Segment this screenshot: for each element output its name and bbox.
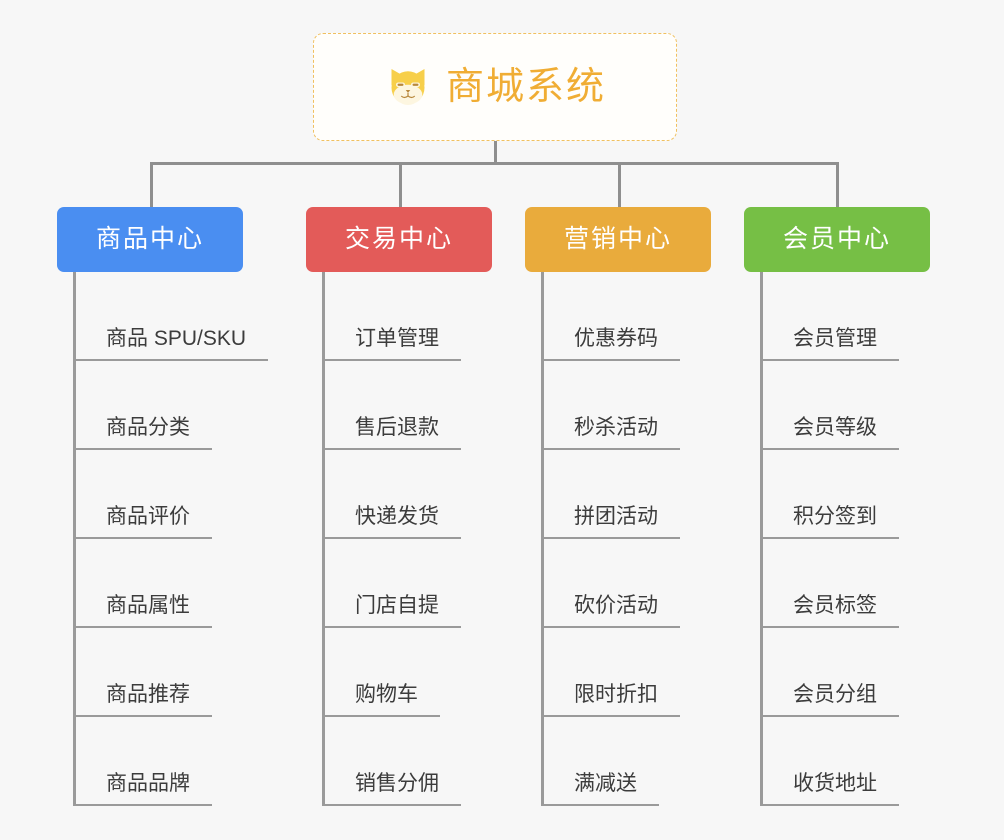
list-item[interactable]: 商品属性 <box>76 539 243 628</box>
list-item-label: 砍价活动 <box>574 594 658 617</box>
list-item[interactable]: 会员管理 <box>763 272 930 361</box>
connector-root-stem <box>494 141 497 164</box>
item-list-3: 优惠券码 秒杀活动 拼团活动 砍价活动 限时折扣 满减送 <box>541 272 711 806</box>
list-item-label: 商品 SPU/SKU <box>106 327 247 350</box>
list-item-label: 商品推荐 <box>106 683 190 706</box>
list-item[interactable]: 收货地址 <box>763 717 930 806</box>
list-item[interactable]: 会员分组 <box>763 628 930 717</box>
category-label-2: 交易中心 <box>344 225 453 253</box>
list-item-label: 收货地址 <box>793 772 877 795</box>
list-item[interactable]: 会员标签 <box>763 539 930 628</box>
list-item-label: 积分签到 <box>793 505 877 528</box>
list-item-label: 商品品牌 <box>106 772 190 795</box>
item-list-2: 订单管理 售后退款 快递发货 门店自提 购物车 销售分佣 <box>322 272 492 806</box>
root-node-mall-system[interactable]: 商城系统 <box>313 33 677 141</box>
list-item-label: 会员等级 <box>793 416 877 439</box>
list-item[interactable]: 优惠券码 <box>544 272 711 361</box>
list-item[interactable]: 会员等级 <box>763 361 930 450</box>
list-item-label: 售后退款 <box>355 416 439 439</box>
root-node-title: 商城系统 <box>445 66 606 108</box>
shiba-dog-icon <box>391 69 425 105</box>
connector-horizontal-bus <box>150 162 839 165</box>
list-item[interactable]: 商品 SPU/SKU <box>76 272 269 361</box>
branch-column-2: 交易中心 订单管理 售后退款 快递发货 门店自提 购物车 销售分佣 <box>306 207 492 806</box>
list-item[interactable]: 商品推荐 <box>76 628 243 717</box>
list-item[interactable]: 商品分类 <box>76 361 243 450</box>
list-item[interactable]: 积分签到 <box>763 450 930 539</box>
category-label-4: 会员中心 <box>782 225 891 253</box>
list-item[interactable]: 订单管理 <box>325 272 492 361</box>
list-item-label: 商品评价 <box>106 505 190 528</box>
list-item-label: 秒杀活动 <box>574 416 658 439</box>
list-item-label: 拼团活动 <box>574 505 658 528</box>
branch-column-4: 会员中心 会员管理 会员等级 积分签到 会员标签 会员分组 收货地址 <box>744 207 930 806</box>
list-item[interactable]: 秒杀活动 <box>544 361 711 450</box>
category-box-1[interactable]: 商品中心 <box>57 207 243 272</box>
category-box-3[interactable]: 营销中心 <box>525 207 711 272</box>
branch-column-3: 营销中心 优惠券码 秒杀活动 拼团活动 砍价活动 限时折扣 满减送 <box>525 207 711 806</box>
list-item-label: 销售分佣 <box>355 772 439 795</box>
list-item[interactable]: 砍价活动 <box>544 539 711 628</box>
list-item-label: 优惠券码 <box>574 327 658 350</box>
list-item-label: 限时折扣 <box>574 683 658 706</box>
list-item-label: 购物车 <box>355 683 418 706</box>
list-item-label: 会员分组 <box>793 683 877 706</box>
connector-drop-4 <box>836 162 839 208</box>
list-item[interactable]: 门店自提 <box>325 539 492 628</box>
list-item-label: 商品属性 <box>106 594 190 617</box>
list-item-label: 快递发货 <box>355 505 439 528</box>
connector-drop-3 <box>618 162 621 208</box>
list-item-label: 会员管理 <box>793 327 877 350</box>
connector-drop-2 <box>399 162 402 208</box>
item-list-1: 商品 SPU/SKU 商品分类 商品评价 商品属性 商品推荐 商品品牌 <box>73 272 269 806</box>
item-list-4: 会员管理 会员等级 积分签到 会员标签 会员分组 收货地址 <box>760 272 930 806</box>
list-item[interactable]: 满减送 <box>544 717 711 806</box>
list-item-label: 商品分类 <box>106 416 190 439</box>
list-item-label: 满减送 <box>574 772 637 795</box>
branch-column-1: 商品中心 商品 SPU/SKU 商品分类 商品评价 商品属性 商品推荐 商品品牌 <box>57 207 269 806</box>
list-item[interactable]: 购物车 <box>325 628 492 717</box>
list-item[interactable]: 快递发货 <box>325 450 492 539</box>
category-label-3: 营销中心 <box>563 225 672 253</box>
connector-drop-1 <box>150 162 153 208</box>
list-item[interactable]: 售后退款 <box>325 361 492 450</box>
list-item[interactable]: 销售分佣 <box>325 717 492 806</box>
category-label-1: 商品中心 <box>95 225 204 253</box>
list-item[interactable]: 限时折扣 <box>544 628 711 717</box>
list-item-label: 门店自提 <box>355 594 439 617</box>
category-box-4[interactable]: 会员中心 <box>744 207 930 272</box>
list-item-label: 会员标签 <box>793 594 877 617</box>
list-item-label: 订单管理 <box>355 327 439 350</box>
list-item[interactable]: 商品品牌 <box>76 717 243 806</box>
list-item[interactable]: 拼团活动 <box>544 450 711 539</box>
list-item[interactable]: 商品评价 <box>76 450 243 539</box>
category-box-2[interactable]: 交易中心 <box>306 207 492 272</box>
